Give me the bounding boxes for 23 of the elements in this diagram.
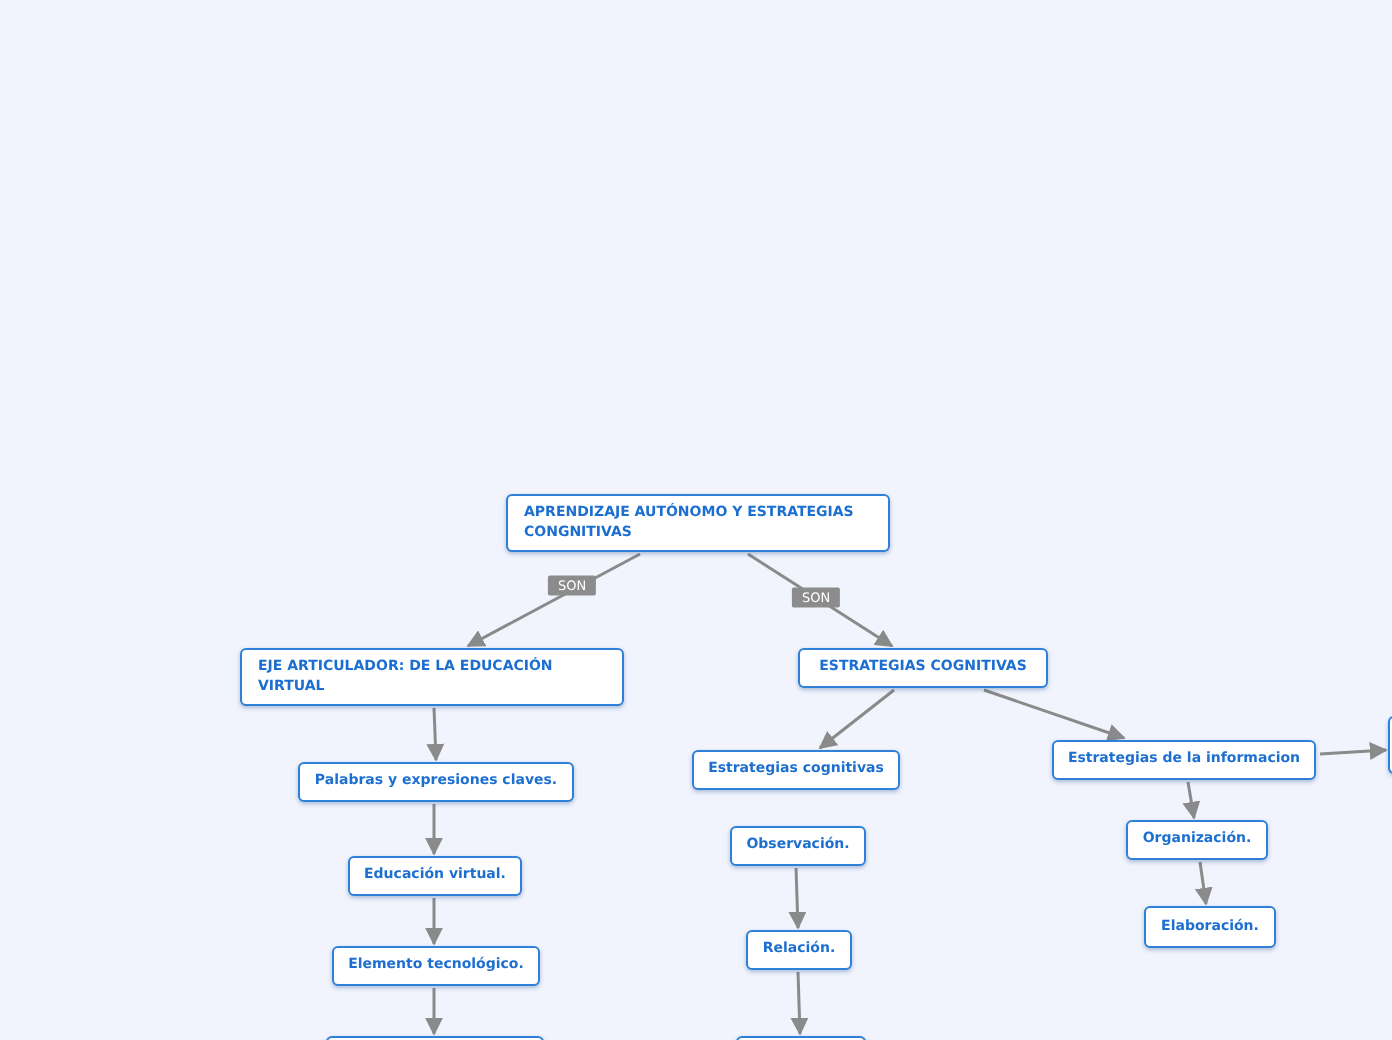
arrow [426, 707, 445, 762]
topic-box [1052, 740, 1316, 780]
topic-box [298, 762, 574, 802]
arrow [790, 971, 809, 1036]
arrow [1319, 742, 1388, 760]
arrow [425, 898, 443, 946]
topic-box [746, 930, 852, 970]
arrow [425, 804, 443, 856]
topic-box [506, 494, 890, 552]
arrow [425, 988, 443, 1036]
topic-box [240, 648, 624, 706]
arrow [788, 867, 807, 930]
topic-box [730, 826, 866, 866]
arrow [818, 688, 895, 750]
topic-box [348, 856, 522, 896]
arrow [1194, 861, 1213, 906]
arrow [983, 688, 1126, 742]
topic-box [1126, 820, 1268, 860]
topic-box [1144, 906, 1276, 948]
topic-box [798, 648, 1048, 688]
arrow [1182, 781, 1201, 820]
topic-box [692, 750, 900, 790]
topic-box [332, 946, 540, 986]
